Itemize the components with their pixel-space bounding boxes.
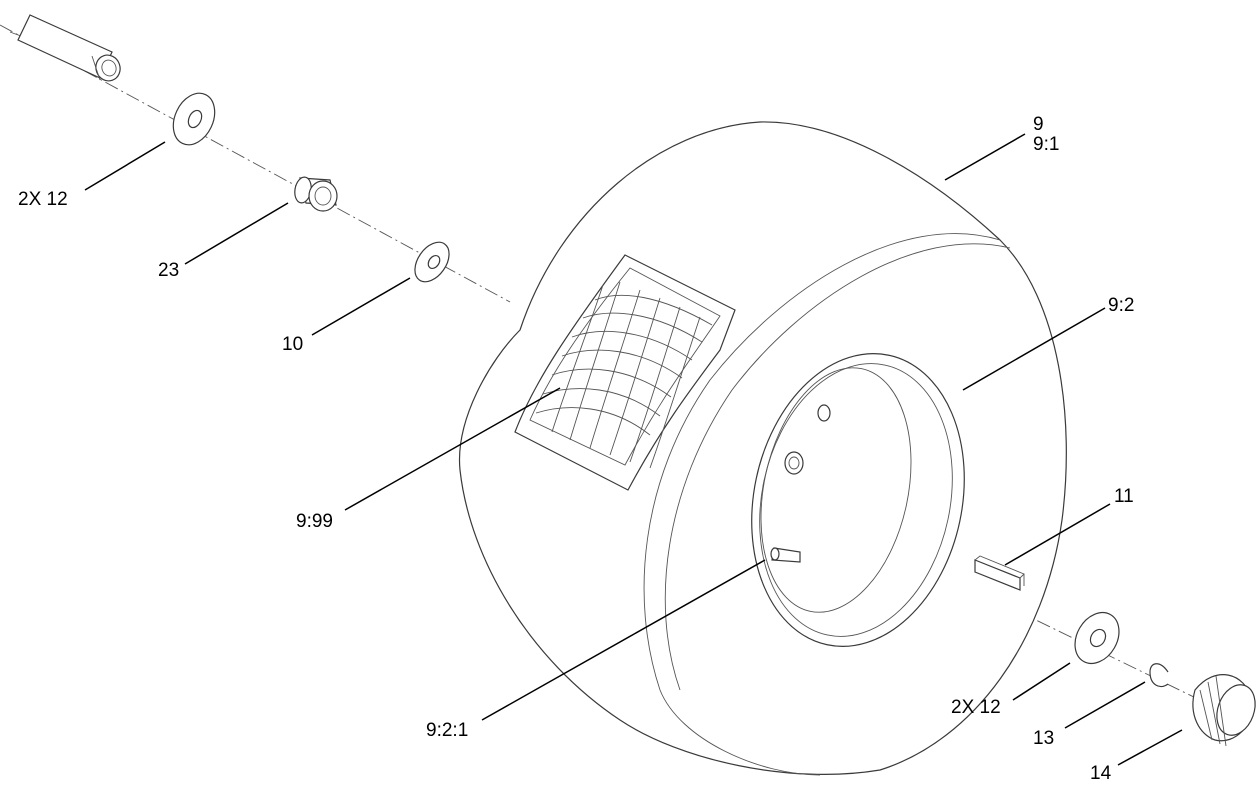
callout-washer-right: 2X 12 (951, 697, 1001, 718)
callout-rim: 9:2 (1108, 295, 1134, 316)
leader-tread-decal (344, 387, 561, 511)
leader-key (1004, 503, 1111, 566)
washer-left (172, 92, 216, 146)
leader-rim (962, 307, 1106, 391)
callout-tire-assembly: 9 (1033, 114, 1044, 135)
leader-washer-right (1012, 662, 1071, 701)
callout-labels: 2X 12 23 10 9 9:1 9:2 9:99 11 9:2:1 2X 1… (18, 114, 1134, 784)
key (974, 555, 1025, 591)
rim (751, 353, 965, 647)
leader-hub-cap (1117, 729, 1183, 766)
callout-tread-decal: 9:99 (296, 511, 333, 532)
callout-tire-assembly-sub: 9:1 (1033, 134, 1059, 155)
callout-key: 11 (1114, 486, 1134, 507)
leader-tire (944, 133, 1026, 181)
washer-inner (414, 241, 450, 283)
leader-spacer (184, 202, 289, 265)
spacer (294, 176, 338, 212)
callout-retaining-ring: 13 (1033, 728, 1054, 749)
callout-hub-cap: 14 (1090, 763, 1112, 784)
valve-stem (770, 547, 801, 563)
leader-lines (84, 133, 1183, 766)
leader-valve-stem (481, 559, 766, 721)
callout-washer-inner: 10 (282, 334, 303, 355)
axle-shaft (17, 14, 121, 82)
callout-washer-left: 2X 12 (18, 189, 68, 210)
callout-spacer: 23 (158, 260, 179, 281)
leader-washer-inner (311, 277, 411, 336)
hub-cap (1192, 674, 1256, 747)
washer-right (1074, 611, 1120, 665)
callout-valve-stem: 9:2:1 (426, 720, 468, 741)
retaining-ring (1149, 663, 1169, 688)
tread-pattern (535, 281, 713, 469)
tread-decal (514, 254, 736, 491)
leader-washer-left (84, 141, 166, 191)
leader-retaining-ring (1064, 681, 1146, 729)
